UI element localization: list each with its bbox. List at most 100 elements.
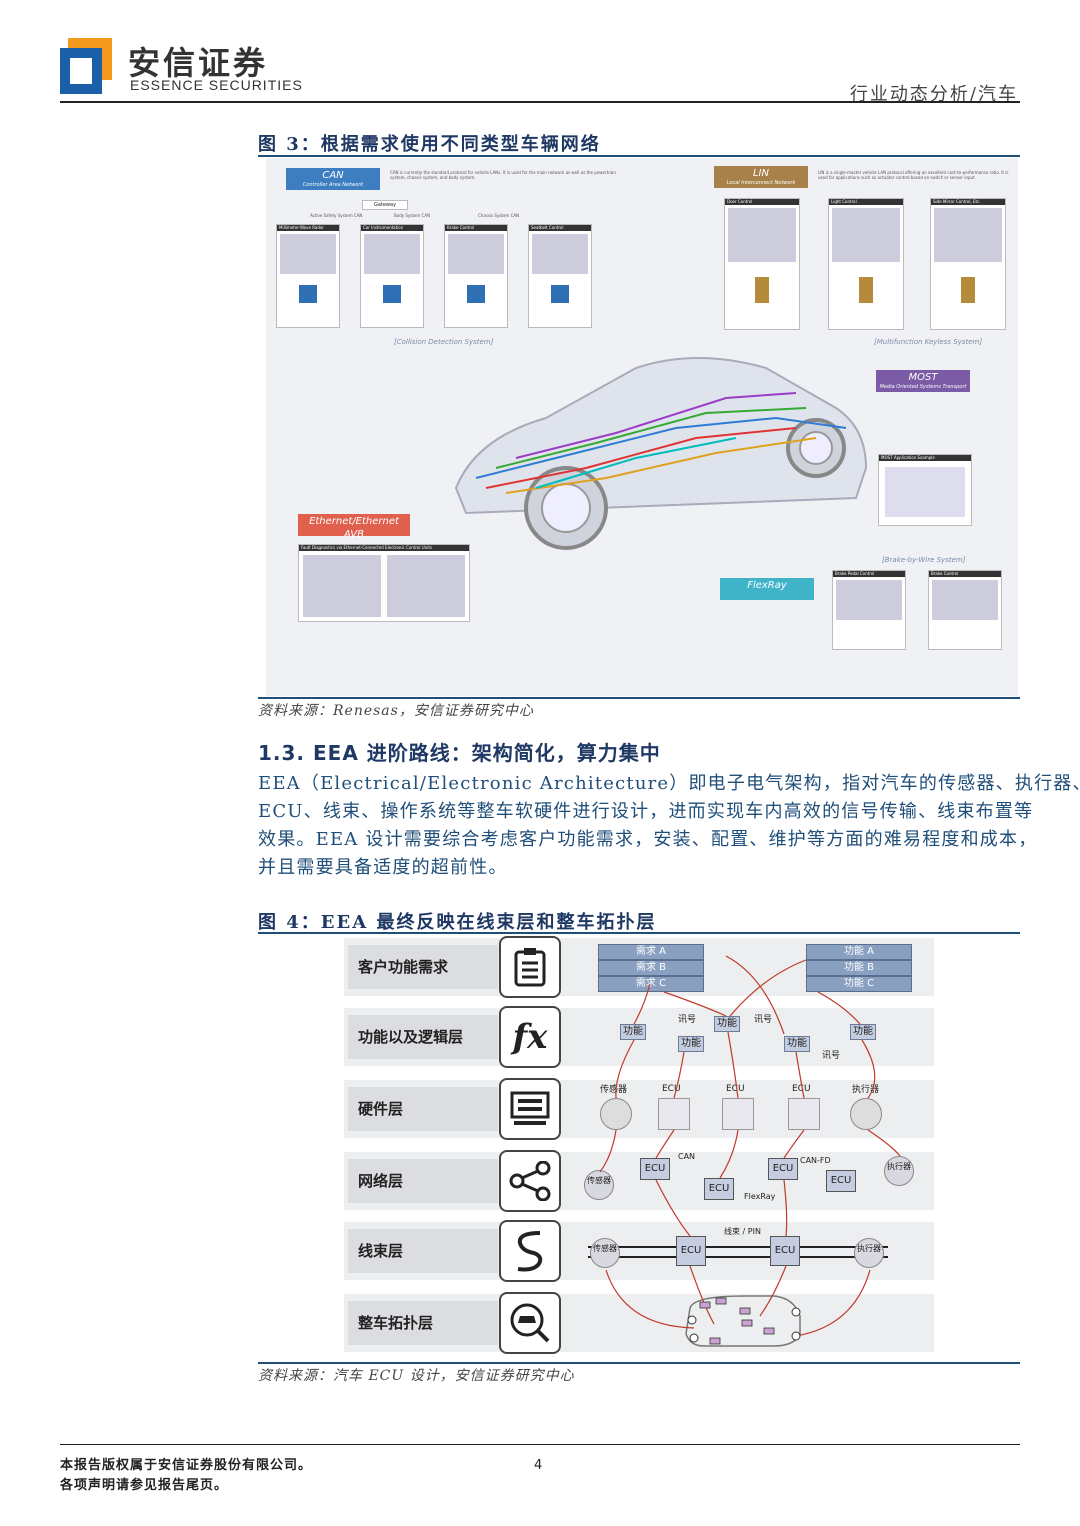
lin-mcu-chip <box>755 277 769 303</box>
pedal-illustration <box>836 580 902 620</box>
section-title: 1.3. EEA 进阶路线：架构简化，算力集中 <box>258 741 661 765</box>
hw-actuator-label: 执行器 <box>852 1085 880 1095</box>
harness-ecu-node: ECU <box>676 1236 706 1266</box>
lin-panel-mirror: Side Mirror Control, Etc. <box>930 198 1006 330</box>
harness-sensor-node: 传感器 <box>590 1238 620 1268</box>
layer-label-customer: 客户功能需求 <box>348 945 498 989</box>
flow-arrows-overlay <box>599 955 901 1347</box>
share-network-icon <box>499 1150 561 1212</box>
net-actuator-node: 执行器 <box>884 1156 914 1186</box>
can-mcu-chip <box>383 285 401 303</box>
clipboard-icon <box>499 936 561 998</box>
function-box: 功能 B <box>806 960 912 976</box>
figure3-bottom-rule <box>258 697 1020 699</box>
instrument-illustration <box>364 234 420 274</box>
figure4-top-rule <box>258 932 1020 934</box>
page-number: 4 <box>534 1458 543 1473</box>
paragraph-line: EEA（Electrical/Electronic Architecture）即… <box>258 773 1080 794</box>
can-panel-seatbelt: Seatbelt Control <box>528 224 592 328</box>
requirement-box: 需求 A <box>598 944 704 960</box>
net-ecu-node: ECU <box>826 1170 856 1192</box>
door-illustration <box>728 208 796 262</box>
logo-mark-icon <box>60 38 112 94</box>
ecu-board-icon <box>788 1098 820 1130</box>
figure4-eea-layers-diagram: 客户功能需求 功能以及逻辑层 硬件层 网络层 线束层 整车拓扑层 fx 需求 A… <box>344 936 934 1362</box>
signal-label: 讯号 <box>678 1015 697 1025</box>
harness-ecu-node: ECU <box>770 1236 800 1266</box>
flexray-bus-label: FlexRay <box>744 1192 776 1201</box>
net-ecu-node: ECU <box>640 1158 670 1180</box>
flexray-panel-pedal: Brake Pedal Control <box>832 570 906 650</box>
header-divider <box>60 101 1020 103</box>
actuator-device-icon <box>850 1098 882 1130</box>
function-box: 功能 A <box>806 944 912 960</box>
layer-label-logic: 功能以及逻辑层 <box>348 1015 498 1059</box>
paragraph-line: ECU、线束、操作系统等整车软硬件进行设计，进而实现车内高效的信号传输、线束布置… <box>258 801 1034 822</box>
figure4-title: 图 4：EEA 最终反映在线束层和整车拓扑层 <box>258 912 657 933</box>
footer-divider <box>60 1444 1020 1445</box>
can-panel-radar: Millimeter-Wave Radar <box>276 224 340 328</box>
net-sensor-node: 传感器 <box>584 1170 614 1200</box>
net-ecu-node: ECU <box>704 1178 734 1200</box>
figure3-top-rule <box>258 155 1020 157</box>
car-wiring-illustration-icon <box>454 357 868 550</box>
brake-illustration <box>448 234 504 274</box>
flexray-panel-brake: Brake Control <box>928 570 1002 650</box>
layer-label-hardware: 硬件层 <box>348 1087 498 1131</box>
seatbelt-illustration <box>532 234 588 274</box>
signal-label: 讯号 <box>822 1051 841 1061</box>
hw-ecu-label: ECU <box>792 1084 811 1094</box>
can-mcu-chip <box>551 285 569 303</box>
footer-disclaimer: 各项声明请参见报告尾页。 <box>60 1478 229 1493</box>
radar-illustration <box>280 234 336 274</box>
paragraph-line: 并且需要具备适度的超前性。 <box>258 857 508 878</box>
requirement-box: 需求 B <box>598 960 704 976</box>
requirement-box: 需求 C <box>598 976 704 992</box>
brake-disc-illustration <box>932 580 998 620</box>
most-app-illustration <box>885 467 965 517</box>
lin-description: LIN is a single-master vehicle LAN proto… <box>818 170 1009 180</box>
logic-function-node: 功能 <box>784 1036 810 1052</box>
signal-label: 讯号 <box>754 1015 773 1025</box>
harness-actuator-node: 执行器 <box>854 1238 884 1268</box>
can-bus-body: Body System CAN <box>394 213 431 218</box>
hw-sensor-label: 传感器 <box>600 1085 628 1095</box>
logic-function-node: 功能 <box>620 1024 646 1040</box>
logo-en: ESSENCE SECURITIES <box>130 77 303 93</box>
can-bus-chassis: Chassis System CAN <box>478 213 520 218</box>
lin-mcu-chip <box>961 277 975 303</box>
lin-mcu-chip <box>859 277 873 303</box>
lin-panel-light: Light Control <box>828 198 904 330</box>
logic-function-node: 功能 <box>850 1024 876 1040</box>
can-bus-label: CAN <box>678 1152 696 1161</box>
harness-wire-label: 线束 / PIN <box>724 1227 761 1236</box>
hardware-icon <box>499 1078 561 1140</box>
ecu-board-icon <box>658 1098 690 1130</box>
collision-system-label: [Collision Detection System] <box>394 338 494 346</box>
logic-function-node: 功能 <box>678 1036 704 1052</box>
wire-harness-bundle <box>588 1246 888 1258</box>
function-box: 功能 C <box>806 976 912 992</box>
can-panel-instrumentation: Car Instrumentation <box>360 224 424 328</box>
diagnostics-illustration-1 <box>303 555 381 617</box>
can-panel-brake: Brake Control <box>444 224 508 328</box>
layer-label-topology: 整车拓扑层 <box>348 1301 498 1345</box>
multifunction-system-label: [Multifunction Keyless System] <box>874 338 983 346</box>
net-ecu-node: ECU <box>768 1158 798 1180</box>
layer-label-harness: 线束层 <box>348 1229 498 1273</box>
layer-label-network: 网络层 <box>348 1159 498 1203</box>
footer-copyright: 本报告版权属于安信证券股份有限公司。 <box>60 1458 313 1473</box>
ethernet-panel: Fault Diagnostics via Ethernet-Connected… <box>298 544 470 622</box>
can-description: CAN is currently the standard protocol f… <box>390 170 616 180</box>
most-application-panel: MOST Application Example <box>878 454 972 526</box>
ethernet-tag: Ethernet/Ethernet AVB <box>298 514 410 540</box>
figure3-title: 图 3：根据需求使用不同类型车辆网络 <box>258 134 601 155</box>
section-paragraph: EEA（Electrical/Electronic Architecture）即… <box>258 770 1080 882</box>
hw-ecu-label: ECU <box>726 1084 745 1094</box>
ecu-board-icon <box>722 1098 754 1130</box>
figure4-bottom-rule <box>258 1362 1020 1364</box>
figure3-source: 资料来源：Renesas，安信证券研究中心 <box>258 703 534 719</box>
lin-panel-door: Door Control <box>724 198 800 330</box>
can-bus-active-safety: Active Safety System CAN <box>310 213 363 218</box>
figure4-source: 资料来源：汽车 ECU 设计，安信证券研究中心 <box>258 1368 575 1384</box>
